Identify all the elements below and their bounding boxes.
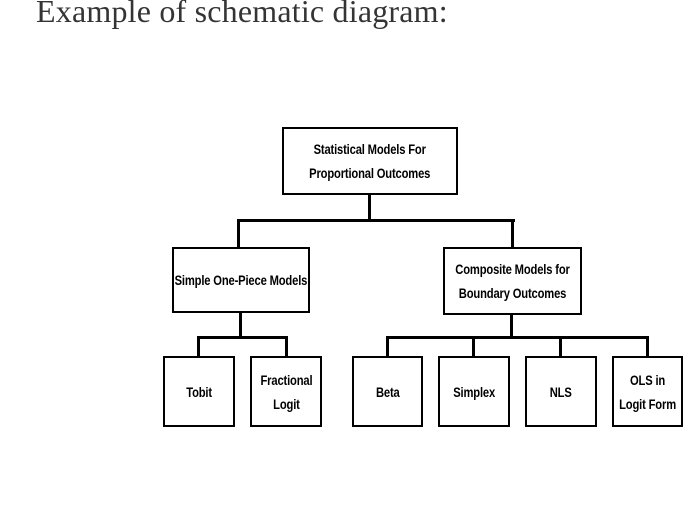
connector-to-tobit — [197, 336, 200, 357]
node-statistical-models: Statistical Models For Proportional Outc… — [282, 127, 458, 195]
node-simple-one-piece-label: Simple One-Piece Models — [175, 268, 308, 292]
connector-simple-horizontal — [197, 336, 288, 339]
node-beta: Beta — [352, 356, 423, 427]
node-label-line: OLS in — [629, 371, 666, 388]
connector-to-composite — [511, 219, 514, 248]
connector-root-stem — [368, 194, 371, 222]
node-label-line: Simplex — [453, 383, 495, 400]
connector-to-simplex — [472, 336, 475, 357]
node-tobit-label: Tobit — [186, 380, 212, 404]
node-label-line: Simple One-Piece Models — [174, 272, 308, 288]
node-statistical-models-label: Statistical Models For Proportional Outc… — [309, 137, 430, 185]
node-nls-label: NLS — [550, 380, 572, 404]
connector-level1-horizontal — [237, 219, 515, 222]
connector-composite-stem — [510, 314, 513, 339]
node-ols-logit-form-label: OLS in Logit Form — [619, 368, 676, 416]
connector-to-nls — [559, 336, 562, 357]
connector-to-beta — [386, 336, 389, 357]
node-label-line: Proportional Outcomes — [309, 165, 431, 181]
node-fractional-logit-label: Fractional Logit — [260, 368, 312, 416]
node-composite-models-label: Composite Models for Boundary Outcomes — [455, 257, 570, 305]
node-simple-one-piece: Simple One-Piece Models — [172, 247, 310, 313]
node-label-line: Logit Form — [619, 395, 676, 412]
connector-to-ols-logit — [646, 336, 649, 357]
node-label-line: NLS — [550, 383, 572, 400]
node-label-line: Fractional — [260, 371, 312, 388]
node-fractional-logit: Fractional Logit — [250, 356, 322, 427]
node-simplex-label: Simplex — [453, 380, 495, 404]
connector-simple-stem — [239, 312, 242, 339]
connector-to-fractional-logit — [285, 336, 288, 357]
node-simplex: Simplex — [438, 356, 510, 427]
node-label-line: Logit — [272, 395, 300, 412]
node-tobit: Tobit — [163, 356, 235, 427]
node-beta-label: Beta — [376, 380, 400, 404]
node-nls: NLS — [525, 356, 597, 427]
connector-to-simple — [237, 219, 240, 248]
connector-composite-horizontal — [386, 336, 649, 339]
node-composite-models: Composite Models for Boundary Outcomes — [443, 247, 582, 315]
node-ols-logit-form: OLS in Logit Form — [612, 356, 683, 427]
node-label-line: Beta — [375, 383, 400, 400]
node-label-line: Boundary Outcomes — [458, 285, 567, 301]
slide-title: Example of schematic diagram: — [36, 0, 448, 29]
node-label-line: Statistical Models For — [313, 141, 427, 157]
node-label-line: Tobit — [186, 383, 212, 400]
node-label-line: Composite Models for — [455, 261, 570, 277]
